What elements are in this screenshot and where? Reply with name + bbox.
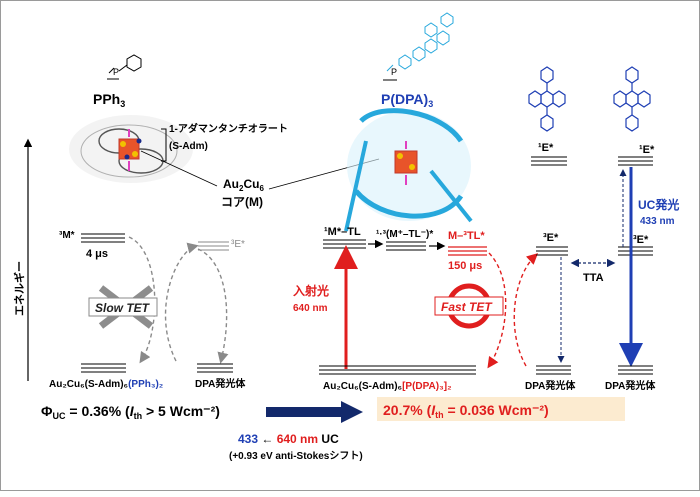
m1-tl-label: ¹M*–TL xyxy=(324,226,361,238)
svg-text:PPh3: PPh3 xyxy=(93,91,125,109)
e3-level-far xyxy=(618,246,653,256)
excitation-nm: 640 nm xyxy=(293,303,328,314)
e1-label-1: ¹E* xyxy=(538,142,554,154)
au2cu6-pph3-cluster-image xyxy=(69,115,193,183)
mixed-state-level xyxy=(386,241,426,251)
core-name: コア(M) xyxy=(221,195,263,209)
au2cu6-pdpa3-cluster-image xyxy=(344,108,473,232)
thiolate-abbr: (S-Adm) xyxy=(169,141,208,152)
m1-tl-level xyxy=(323,239,366,249)
ground-level-right xyxy=(319,365,476,375)
tta-label: TTA xyxy=(583,272,604,284)
result-highlight-box xyxy=(377,397,625,421)
uc-red-nm: 640 nm xyxy=(277,432,318,446)
m3-lifetime: 4 μs xyxy=(86,248,108,260)
e1-level-1 xyxy=(531,156,567,166)
tet-arrow-up-right xyxy=(513,253,539,367)
m3-level xyxy=(81,233,125,243)
ground-left-main: Au₂Cu₆(S-Adm)₆ xyxy=(49,379,128,390)
pdpa3-title: P(DPA) xyxy=(381,91,428,107)
e3-left-label: ³E* xyxy=(231,239,245,250)
slow-tet-text: Slow TET xyxy=(95,301,151,315)
pdpa3-ligand-structure: P xyxy=(383,12,454,81)
svg-text:Au₂Cu₆(S-Adm)₆(PPh₃)₂: Au₂Cu₆(S-Adm)₆(PPh₃)₂ xyxy=(49,379,163,390)
dpa-molecule-2 xyxy=(613,66,651,132)
e1-level-2 xyxy=(618,156,653,166)
svg-text:Au2Cu6: Au2Cu6 xyxy=(223,177,264,193)
m3-label: ³M* xyxy=(59,230,75,241)
uc-emission-nm: 433 nm xyxy=(640,216,675,227)
ground-right-main: Au₂Cu₆(S-Adm)₆ xyxy=(323,381,402,392)
ground-level-left xyxy=(81,363,126,373)
ground-right-ligand: [P(DPA)₃]₂ xyxy=(402,381,451,392)
dpa-ground-right-2 xyxy=(618,365,653,375)
dpa-left-label: DPA発光体 xyxy=(195,377,246,390)
thiolate-label: 1-アダマンタンチオラート xyxy=(169,122,288,135)
uc-blue-nm: 433 xyxy=(238,432,258,446)
svg-text:P: P xyxy=(113,67,119,77)
svg-text:P(DPA)3: P(DPA)3 xyxy=(381,91,433,109)
e3-far-label: ³E* xyxy=(633,234,649,246)
anti-stokes-shift: (+0.93 eV anti-Stokesシフト) xyxy=(229,450,363,462)
tet-arrow-up-left xyxy=(164,242,199,362)
dpa-ground-right-1 xyxy=(536,365,571,375)
mixed-state-label: ¹·³(M⁺–TL⁻)* xyxy=(376,229,433,240)
energy-axis-label: エネルギー xyxy=(12,261,26,316)
core-label: Au xyxy=(223,177,239,191)
pph3-sub: 3 xyxy=(120,99,125,109)
uc-emission-label: UC発光 xyxy=(638,197,679,212)
fast-tet-text: Fast TET xyxy=(441,300,493,314)
excitation-label: 入射光 xyxy=(293,283,329,298)
slow-tet-label: Slow TET xyxy=(88,285,158,329)
result-value: 20.7% ( xyxy=(383,402,432,418)
svg-text:433 ← 640 nm UC: 433 ← 640 nm UC xyxy=(238,432,339,446)
pph3-title: PPh xyxy=(93,91,120,107)
phi-label: Φ xyxy=(41,403,53,419)
svg-text:Au₂Cu₆(S-Adm)₆[P(DPA)₃]₂: Au₂Cu₆(S-Adm)₆[P(DPA)₃]₂ xyxy=(323,381,452,392)
pph3-ligand-structure: P xyxy=(107,54,142,80)
fast-tet-label: Fast TET xyxy=(434,283,504,329)
energy-axis: エネルギー xyxy=(12,138,33,381)
m3tl-lifetime: 150 μs xyxy=(448,260,482,272)
e1-label-2: ¹E* xyxy=(639,144,655,156)
e3-level-left xyxy=(198,241,229,251)
dpa-ground-left xyxy=(197,363,233,373)
e3-right-label: ³E* xyxy=(543,232,559,244)
dpa-molecule-1 xyxy=(528,66,566,132)
svg-text:P: P xyxy=(391,67,397,77)
ground-left-ligand: (PPh₃)₂ xyxy=(128,379,163,390)
dpa-right-label-2: DPA発光体 xyxy=(605,379,656,392)
dpa-right-label-1: DPA発光体 xyxy=(525,379,576,392)
m3tl-level xyxy=(448,246,487,256)
svg-text:20.7% (Ith = 0.036 Wcm⁻²): 20.7% (Ith = 0.036 Wcm⁻²) xyxy=(383,402,549,420)
e3-level-right xyxy=(536,246,568,256)
svg-text:ΦUC = 0.36% (Ith > 5 Wcm⁻²): ΦUC = 0.36% (Ith > 5 Wcm⁻²) xyxy=(41,403,220,421)
tet-arrow-down-right xyxy=(487,252,507,369)
m3tl-label: M–³TL* xyxy=(448,230,485,242)
tet-arrow-down-left xyxy=(128,236,156,364)
core-pointer-left xyxy=(140,150,218,187)
tet-arrow-decay-left xyxy=(197,248,229,364)
improvement-arrow xyxy=(266,401,363,423)
